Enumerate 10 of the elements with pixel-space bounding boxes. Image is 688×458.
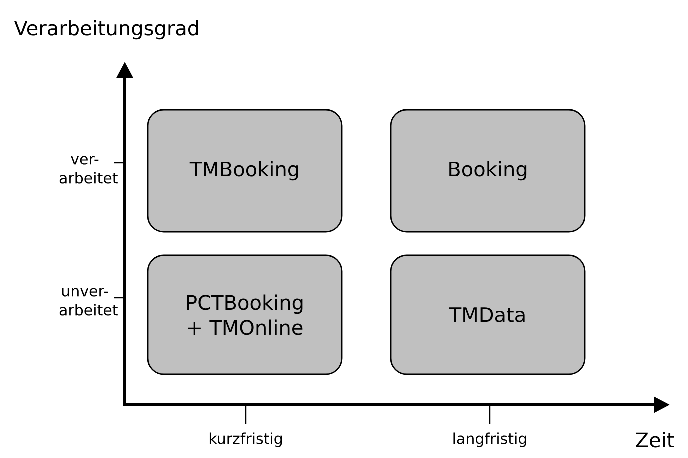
rounded-box: TMData (390, 254, 586, 376)
axis-label: ver- arbeitet (60, 156, 118, 184)
rounded-box: Booking (390, 109, 586, 233)
rounded-box: PCTBooking + TMOnline (147, 254, 343, 376)
axis-label: langfristig (454, 432, 526, 448)
axis-label: unver- arbeitet (60, 288, 118, 316)
axis-label: kurzfristig (210, 432, 282, 448)
axis-label: Verarbeitungsgrad (14, 20, 198, 40)
rounded-box: TMBooking (147, 109, 343, 233)
axis-label: Zeit (636, 432, 674, 448)
